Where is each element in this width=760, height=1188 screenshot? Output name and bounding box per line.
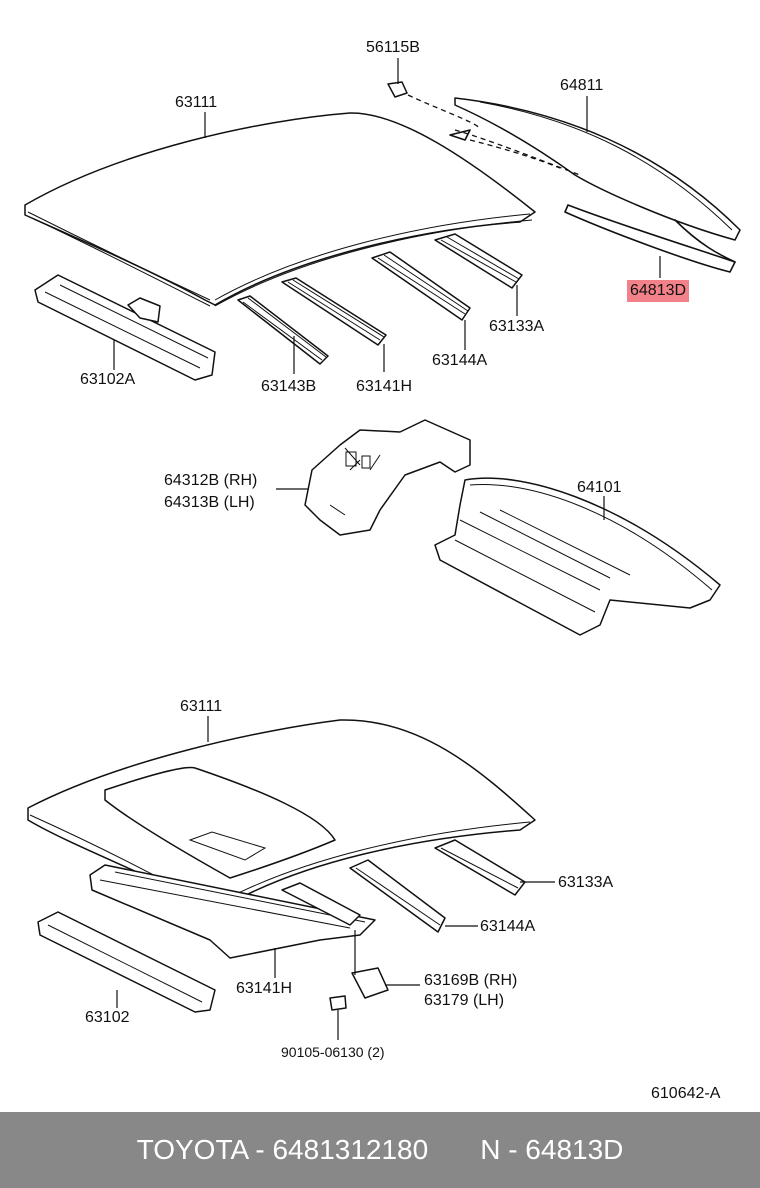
label-64811: 64811 — [560, 77, 604, 94]
label-63141h-top: 63141H — [356, 378, 413, 395]
label-90105: 90105-06130 (2) — [281, 1044, 385, 1060]
label-63169b: 63169B (RH) — [424, 972, 518, 989]
clip-56115b — [387, 81, 581, 176]
parts-diagram — [24, 58, 741, 1040]
roof-bow-63133a-bottom — [434, 839, 526, 896]
label-64313b: 64313B (LH) — [164, 494, 255, 511]
leader-lines — [113, 58, 661, 1040]
weatherstrip-64813d — [564, 204, 736, 273]
label-63179: 63179 (LH) — [424, 992, 505, 1009]
label-63133a-top: 63133A — [489, 318, 545, 335]
roof-bow-63141h-bottom — [281, 882, 361, 926]
label-63144a-top: 63144A — [432, 352, 488, 369]
label-63102a: 63102A — [80, 371, 136, 388]
package-tray-panel-64101 — [434, 477, 721, 636]
front-header-panel-63102 — [37, 911, 216, 1013]
diagram-code: 610642-A — [651, 1085, 721, 1102]
roof-bow-63141h — [281, 277, 387, 346]
footer-reference: N - 64813D — [480, 1134, 624, 1165]
sunroof-housing — [89, 864, 376, 959]
label-63133a-bottom: 63133A — [558, 874, 614, 891]
roof-bow-63144a-bottom — [349, 859, 446, 933]
label-63144a-bottom: 63144A — [480, 918, 536, 935]
label-63102: 63102 — [85, 1009, 130, 1026]
roof-bow-63143b — [237, 295, 329, 365]
label-63141h-bottom: 63141H — [236, 980, 293, 997]
front-header-panel-63102a — [34, 274, 216, 381]
footer-brand-part-number: TOYOTA - 6481312180 — [136, 1134, 429, 1165]
label-63143b: 63143B — [261, 378, 317, 395]
roof-bow-63144a — [371, 251, 471, 321]
roof-bow-63133a — [434, 233, 523, 289]
roof-panel-top — [24, 112, 536, 307]
footer-bar: TOYOTA - 6481312180 N - 64813D — [0, 1112, 760, 1188]
label-64813d-highlighted: 64813D — [627, 280, 690, 302]
package-tray-bracket — [304, 419, 471, 536]
label-64101: 64101 — [577, 479, 622, 496]
bracket-63169b — [329, 967, 389, 1011]
label-63111-bottom: 63111 — [180, 698, 223, 715]
label-63111-top: 63111 — [175, 94, 218, 111]
label-56115b: 56115B — [366, 39, 420, 56]
label-64312b: 64312B (RH) — [164, 472, 258, 489]
back-window-glass-64811 — [454, 97, 741, 241]
